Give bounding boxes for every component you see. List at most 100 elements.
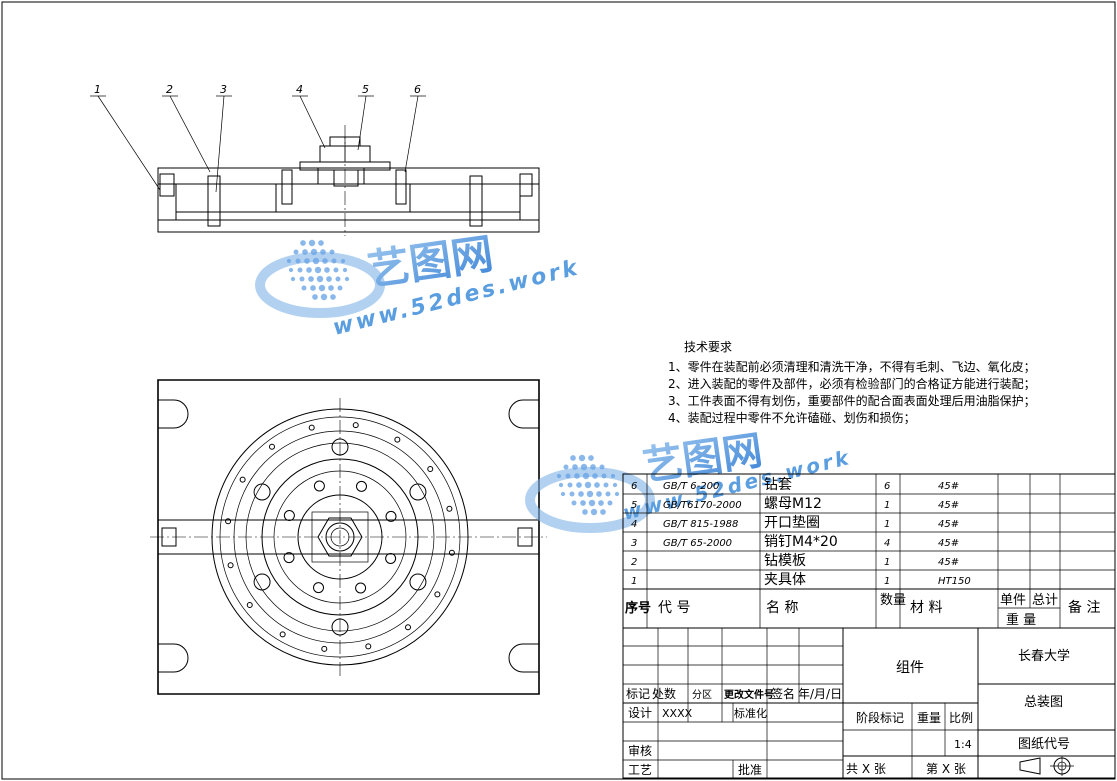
small-hole [427,465,434,472]
watermark-dot [310,248,318,256]
bom-h-qty: 数量 [880,593,906,608]
tech-req-3: 3、工件表面不得有划伤，重要部件的配合面表面处理后用油脂保护； [668,393,1036,408]
watermark-dot [607,500,613,506]
section-view [157,125,540,236]
leader-4: 4 [296,83,303,96]
tech-req-title: 技术要求 [684,340,732,354]
watermark-dot [590,508,598,516]
bom-row-4-no: 4 [631,519,637,530]
watermark-dot [586,490,594,498]
bom-h-name: 名 称 [766,600,798,616]
bom-h-code: 代 号 [658,600,690,616]
tb-org: 长春大学 [1018,648,1070,664]
bom-row-5-no: 5 [631,500,637,511]
tech-req-2: 2、进入装配的零件及部件，必须有检验部门的合格证方能进行装配； [668,376,1036,391]
watermark-dot [570,455,576,461]
watermark-dot [569,491,575,497]
watermark-dot [580,500,586,506]
watermark-dot [344,276,350,282]
bushing-hole [331,618,349,636]
plan-holes [225,422,455,652]
watermark-dot [318,240,324,246]
pin-hole [355,480,367,492]
watermark-dot [337,285,343,291]
tb-scale-value: 1:4 [954,738,972,751]
tb-sign: 签名 [771,686,795,701]
watermark-dot [304,258,310,264]
bom-row-3-qty: 4 [884,538,890,549]
bushing-hole [253,573,271,591]
bom-row-5-mat: 45# [938,500,959,511]
small-hole [446,505,453,512]
watermark-dot [322,258,328,264]
pin-hole [385,510,397,522]
tb-total-sheets: 共 X 张 [846,762,886,776]
watermark-dot [335,276,341,282]
bom-row-6-no: 6 [631,481,637,492]
bom-row-2-qty: 1 [884,557,890,568]
tb-mark: 标记 [626,687,650,701]
watermark-dot [588,499,596,507]
watermark-dot [582,509,588,515]
tb-drawing-code: 图纸代号 [1018,737,1070,752]
watermark-dot [599,464,605,470]
leader-6: 6 [414,83,421,96]
tb-date: 年/月/日 [798,687,842,701]
watermark-dot [340,258,346,264]
tb-designer: XXXX [662,707,693,720]
title-block [622,627,1116,779]
bom-h-mat: 材 料 [910,600,942,616]
watermark-dot [302,249,308,255]
leader-5: 5 [362,83,369,96]
watermark-dot [295,258,301,264]
leader-1: 1 [94,83,101,96]
small-hole [321,645,328,652]
watermark-dot [293,249,299,255]
small-hole [225,518,232,525]
watermark-dot [603,482,609,488]
pin-hole [355,582,367,594]
watermark-dot [594,482,600,488]
watermark-dot [574,473,580,479]
tb-drawing-name: 总装图 [1024,695,1063,710]
small-hole [365,643,372,650]
bom-row-6-qty: 6 [884,481,890,492]
watermark-dot [310,285,316,291]
bom-row-4-code: GB/T 815-1988 [663,519,738,530]
tb-part-name: 组件 [896,660,924,676]
watermark-dot [588,455,594,461]
watermark-dot [297,267,303,273]
leader-2: 2 [166,83,173,96]
tech-req-1: 1、零件在装配前必须清理和清洗干净，不得有毛刺、飞边、氧化皮； [668,359,1036,374]
small-hole [448,549,455,556]
bom-row-4-mat: 45# [938,519,959,530]
tech-req-4: 4、装配过程中零件不允许磕碰、划伤和损伤； [668,410,916,425]
bom-h-total: 总计 [1032,593,1058,608]
bom-row-6-name: 钻套 [764,477,792,493]
bom-row-3-mat: 45# [938,538,959,549]
bom-row-4-name: 开口垫圈 [764,515,820,531]
watermark-dot [578,491,584,497]
watermark-dot [300,240,306,246]
bom-row-1-name: 夹具体 [764,572,806,588]
small-hole [308,424,315,431]
watermark-dot [288,267,294,273]
bom-h-weight: 重 量 [1006,612,1036,628]
watermark-dot [290,276,296,282]
pin-hole [283,510,295,522]
bom-row-2-mat: 45# [938,557,959,568]
bom-row-1-mat: HT150 [938,576,971,587]
watermark-dot [308,276,314,282]
pin-hole [313,480,325,492]
tb-review: 审核 [628,743,652,758]
plan-view [150,379,547,695]
bom-h-note: 备 注 [1068,599,1100,616]
watermark-dot [324,267,330,273]
watermark-dot [301,285,307,291]
pin-hole [283,552,295,564]
watermark-dot [308,239,316,247]
watermark-dot [328,285,334,291]
watermark-dot [614,491,620,497]
